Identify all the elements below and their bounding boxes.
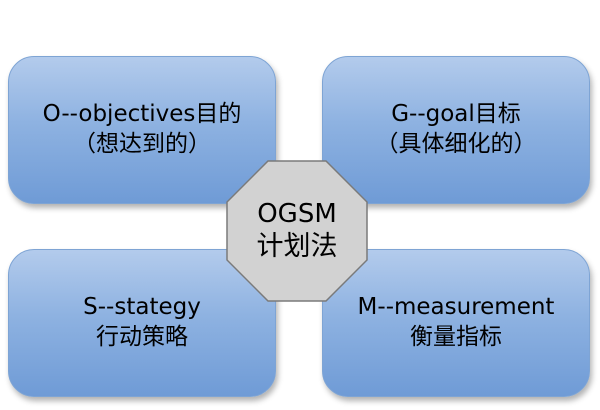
octagon-shape	[226, 160, 368, 302]
goal-box: G--goal目标 （具体细化的）	[322, 56, 590, 204]
center-subtitle: 计划法	[256, 231, 338, 263]
objectives-subtitle: （想达到的）	[73, 131, 211, 157]
center-octagon	[226, 160, 368, 302]
objectives-title: O--objectives目的	[42, 101, 242, 128]
measurement-box: M--measurement 衡量指标	[322, 249, 590, 397]
strategy-box: S--stategy 行动策略	[8, 249, 276, 397]
measurement-title: M--measurement	[357, 294, 555, 321]
goal-title: G--goal目标	[391, 101, 521, 128]
measurement-subtitle: 衡量指标	[410, 324, 502, 350]
objectives-box: O--objectives目的 （想达到的）	[8, 56, 276, 204]
strategy-subtitle: 行动策略	[96, 324, 188, 350]
center-label: OGSM 计划法	[226, 160, 368, 302]
center-title: OGSM	[257, 198, 337, 229]
goal-subtitle: （具体细化的）	[375, 131, 537, 157]
strategy-title: S--stategy	[83, 294, 201, 321]
